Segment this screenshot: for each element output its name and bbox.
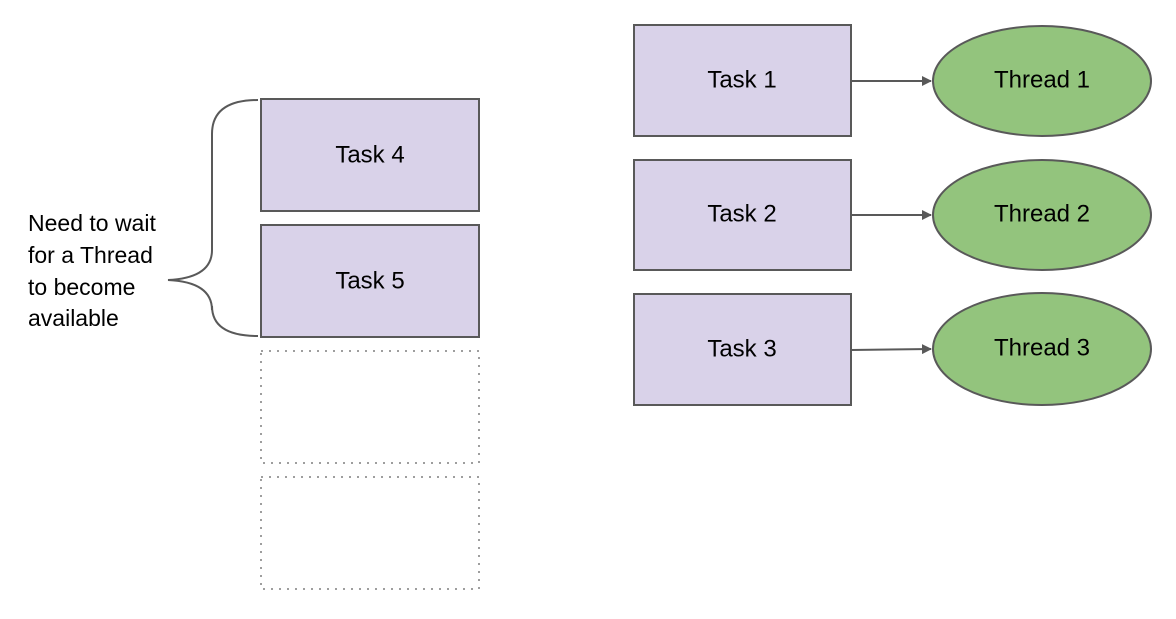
task-label: Task 4 xyxy=(335,141,404,168)
waiting-note-line: Need to wait xyxy=(28,210,156,236)
task-label: Task 1 xyxy=(707,66,776,93)
waiting-note-line: for a Thread xyxy=(28,242,153,268)
task-box xyxy=(260,224,480,338)
task-label: Task 2 xyxy=(707,200,776,227)
active-row-1: Task 1 Thread 1 xyxy=(633,24,1152,137)
queued-task-5: Task 5 xyxy=(260,224,480,338)
waiting-note: Need to wait for a Thread to become avai… xyxy=(28,210,156,331)
task-label: Task 3 xyxy=(707,335,776,362)
task-box xyxy=(260,98,480,212)
thread-ellipse xyxy=(932,292,1152,406)
waiting-note-line: available xyxy=(28,305,119,331)
thread-label: Thread 3 xyxy=(994,334,1090,361)
active-row-2: Task 2 Thread 2 xyxy=(633,159,1152,271)
task-box xyxy=(633,159,852,271)
thread-label: Thread 2 xyxy=(994,200,1090,227)
thread-label: Thread 1 xyxy=(994,66,1090,93)
thread-ellipse xyxy=(932,25,1152,137)
task-box xyxy=(633,24,852,137)
thread-ellipse xyxy=(932,159,1152,271)
empty-queue-slot xyxy=(260,476,480,590)
active-row-3: Task 3 Thread 3 xyxy=(633,292,1152,406)
assignment-arrow xyxy=(850,344,932,355)
queued-task-4: Task 4 xyxy=(260,98,480,212)
task-label: Task 5 xyxy=(335,267,404,294)
waiting-note-line: to become xyxy=(28,274,135,300)
queue-brace xyxy=(167,99,259,337)
empty-queue-slot xyxy=(260,350,480,464)
